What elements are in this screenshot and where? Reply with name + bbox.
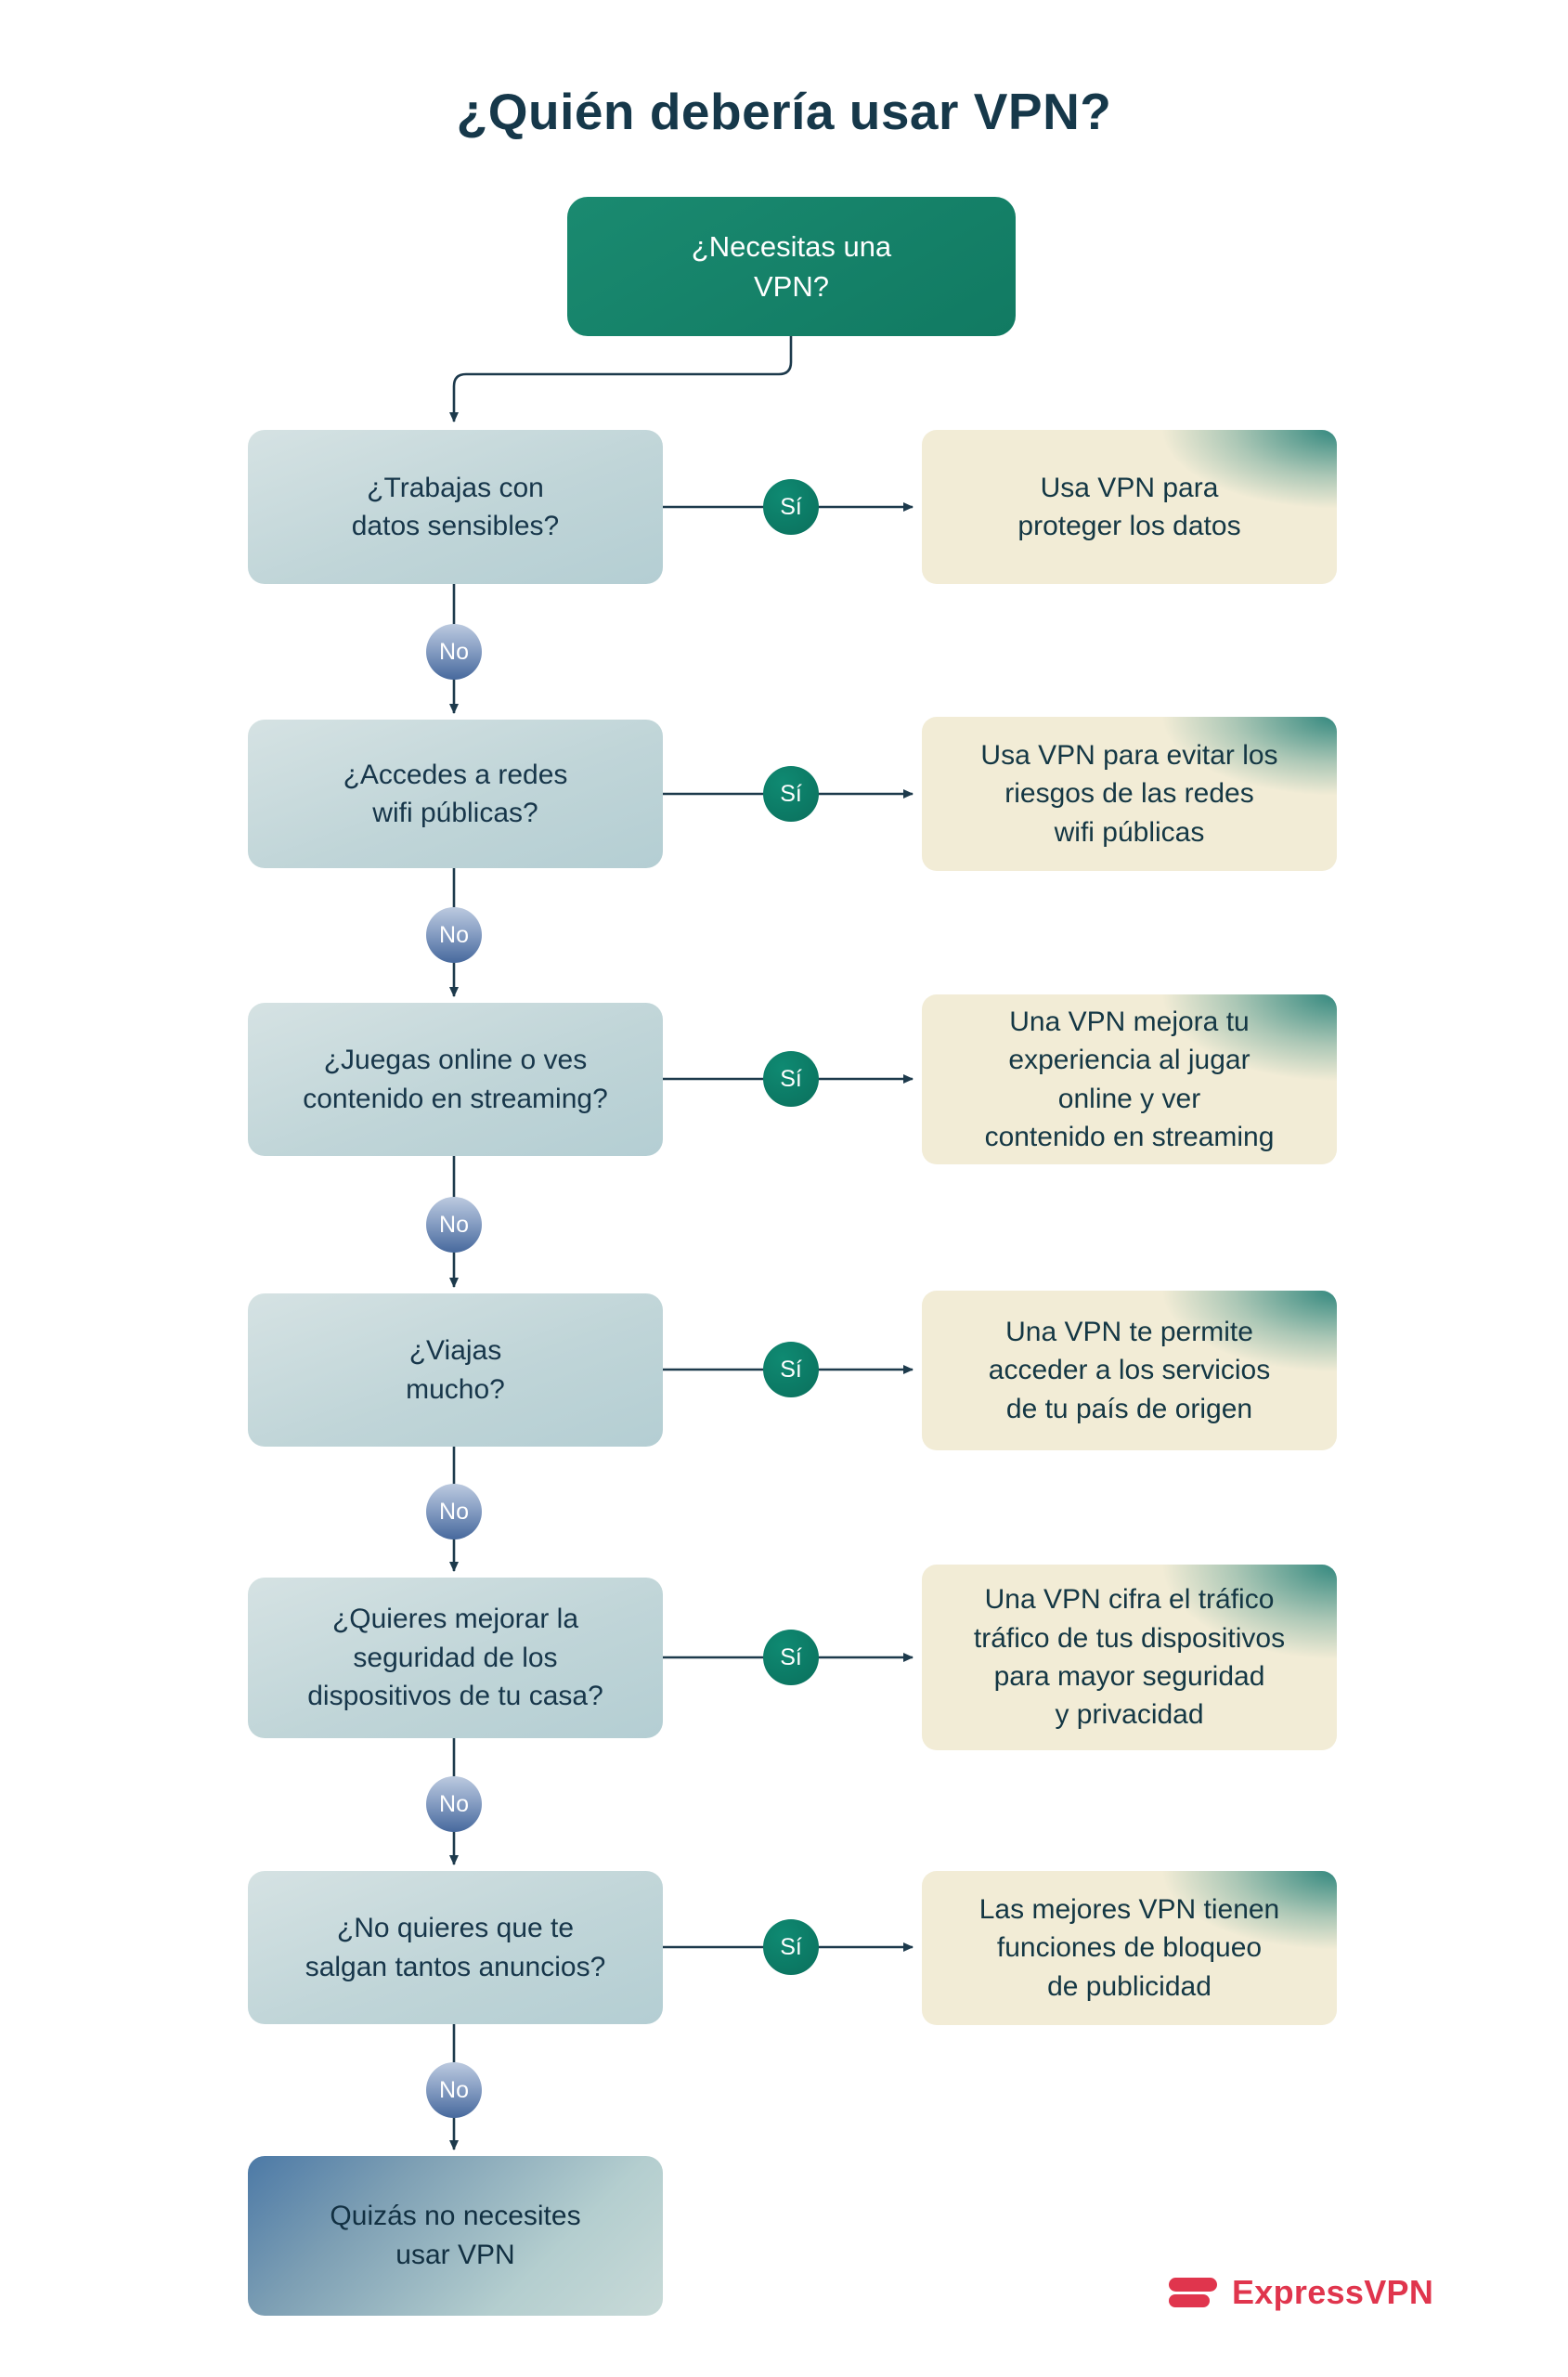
yes-badge-5: Sí bbox=[763, 1630, 819, 1685]
brand-name: ExpressVPN bbox=[1232, 2273, 1434, 2311]
answer-box-3: Una VPN mejora tu experiencia al jugar o… bbox=[922, 994, 1337, 1164]
final-node-no-necesitas-vpn: Quizás no necesites usar VPN bbox=[248, 2156, 663, 2316]
start-node-necesitas-vpn: ¿Necesitas una VPN? bbox=[567, 197, 1016, 336]
answer-box-1: Usa VPN para proteger los datos bbox=[922, 430, 1337, 584]
no-badge-4: No bbox=[426, 1484, 482, 1539]
brand-logo: ExpressVPN bbox=[1168, 2273, 1433, 2312]
question-box-4: ¿Viajas mucho? bbox=[248, 1293, 663, 1447]
question-box-6: ¿No quieres que te salgan tantos anuncio… bbox=[248, 1871, 663, 2024]
question-box-5: ¿Quieres mejorar la seguridad de los dis… bbox=[248, 1578, 663, 1738]
no-badge-3: No bbox=[426, 1197, 482, 1253]
yes-badge-1: Sí bbox=[763, 479, 819, 535]
answer-box-6: Las mejores VPN tienen funciones de bloq… bbox=[922, 1871, 1337, 2025]
expressvpn-logo-icon bbox=[1168, 2276, 1218, 2309]
answer-box-2: Usa VPN para evitar los riesgos de las r… bbox=[922, 717, 1337, 871]
yes-badge-6: Sí bbox=[763, 1919, 819, 1975]
page-title: ¿Quién debería usar VPN? bbox=[456, 83, 1112, 140]
yes-badge-4: Sí bbox=[763, 1342, 819, 1397]
answer-box-4: Una VPN te permite acceder a los servici… bbox=[922, 1291, 1337, 1450]
question-box-1: ¿Trabajas con datos sensibles? bbox=[248, 430, 663, 584]
answer-box-5: Una VPN cifra el tráfico tráfico de tus … bbox=[922, 1565, 1337, 1750]
yes-badge-2: Sí bbox=[763, 766, 819, 822]
no-badge-6: No bbox=[426, 2062, 482, 2118]
yes-badge-3: Sí bbox=[763, 1051, 819, 1107]
no-badge-2: No bbox=[426, 907, 482, 963]
question-box-2: ¿Accedes a redes wifi públicas? bbox=[248, 720, 663, 868]
no-badge-5: No bbox=[426, 1776, 482, 1832]
no-badge-1: No bbox=[426, 624, 482, 680]
question-box-3: ¿Juegas online o ves contenido en stream… bbox=[248, 1003, 663, 1156]
